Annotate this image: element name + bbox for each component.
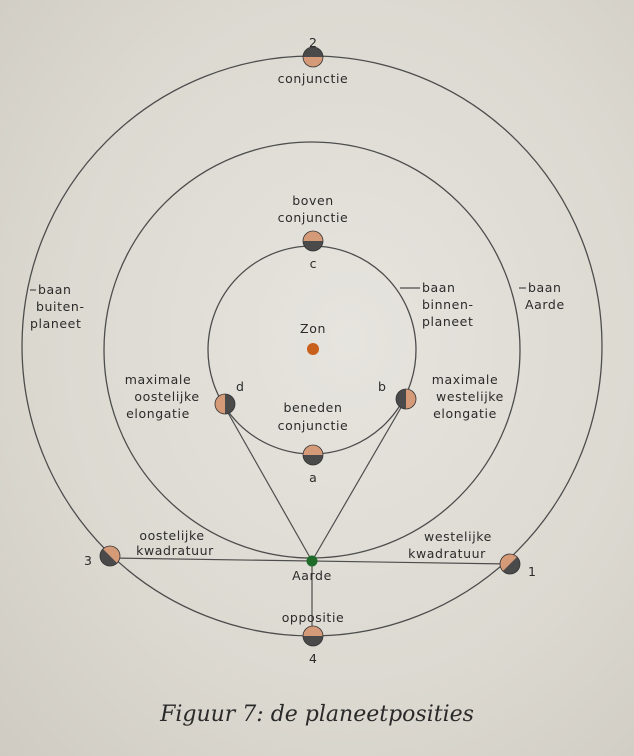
planet-position-3 — [99, 545, 121, 567]
label-letter-d: d — [236, 379, 244, 394]
sun — [307, 343, 319, 355]
label-boven-line2: conjunctie — [278, 210, 349, 225]
label-letter-a: a — [309, 470, 317, 485]
label-zon: Zon — [300, 321, 326, 336]
elongation-line-west — [311, 398, 407, 562]
label-baan-binnen-line3: planeet — [422, 314, 473, 329]
label-number-3: 3 — [84, 553, 92, 568]
elongation-line-east — [222, 403, 313, 562]
label-max-west-line3: elongatie — [433, 406, 497, 421]
label-baan-buiten-line2: buiten- — [36, 299, 85, 314]
label-number-4: 4 — [309, 651, 317, 666]
label-max-west-line2: westelijke — [436, 389, 504, 404]
planet-position-1 — [499, 553, 521, 575]
label-letter-b: b — [378, 379, 386, 394]
planet-position-2 — [302, 46, 324, 68]
label-aarde: Aarde — [292, 568, 332, 583]
label-oppositie: oppositie — [282, 610, 345, 625]
label-boven-line1: boven — [292, 193, 334, 208]
label-baan-aarde-line2: Aarde — [525, 297, 565, 312]
planet-position-4 — [302, 625, 324, 647]
label-number-1: 1 — [528, 564, 536, 579]
planet-positions-diagram: 2 1 3 4 c a d b conjunctie boven conjunc… — [21, 35, 603, 666]
label-baan-buiten-line3: planeet — [30, 316, 81, 331]
label-max-west-line1: maximale — [432, 372, 499, 387]
planet-position-b — [395, 388, 417, 410]
label-beneden-line2: conjunctie — [278, 418, 349, 433]
label-max-oost-line2: oostelijke — [134, 389, 199, 404]
label-max-oost-line3: elongatie — [126, 406, 190, 421]
planet-position-a — [302, 444, 324, 466]
label-west-kwad-line2: kwadratuur — [408, 546, 486, 561]
label-baan-aarde-line1: baan — [528, 280, 562, 295]
label-letter-c: c — [310, 256, 317, 271]
label-max-oost-line1: maximale — [125, 372, 192, 387]
label-oost-kwad-line2: kwadratuur — [136, 543, 214, 558]
label-beneden-line1: beneden — [284, 400, 343, 415]
label-baan-buiten-line1: baan — [38, 282, 72, 297]
label-conjunctie: conjunctie — [278, 71, 349, 86]
earth — [306, 555, 318, 567]
planet-position-d — [214, 393, 236, 415]
label-west-kwad-line1: westelijke — [424, 529, 492, 544]
figure-caption: Figuur 7: de planeetposities — [160, 702, 474, 727]
label-baan-binnen-line2: binnen- — [422, 297, 474, 312]
label-baan-binnen-line1: baan — [422, 280, 456, 295]
label-number-2: 2 — [309, 35, 317, 50]
label-oost-kwad-line1: oostelijke — [139, 528, 204, 543]
planet-position-c — [302, 230, 324, 252]
